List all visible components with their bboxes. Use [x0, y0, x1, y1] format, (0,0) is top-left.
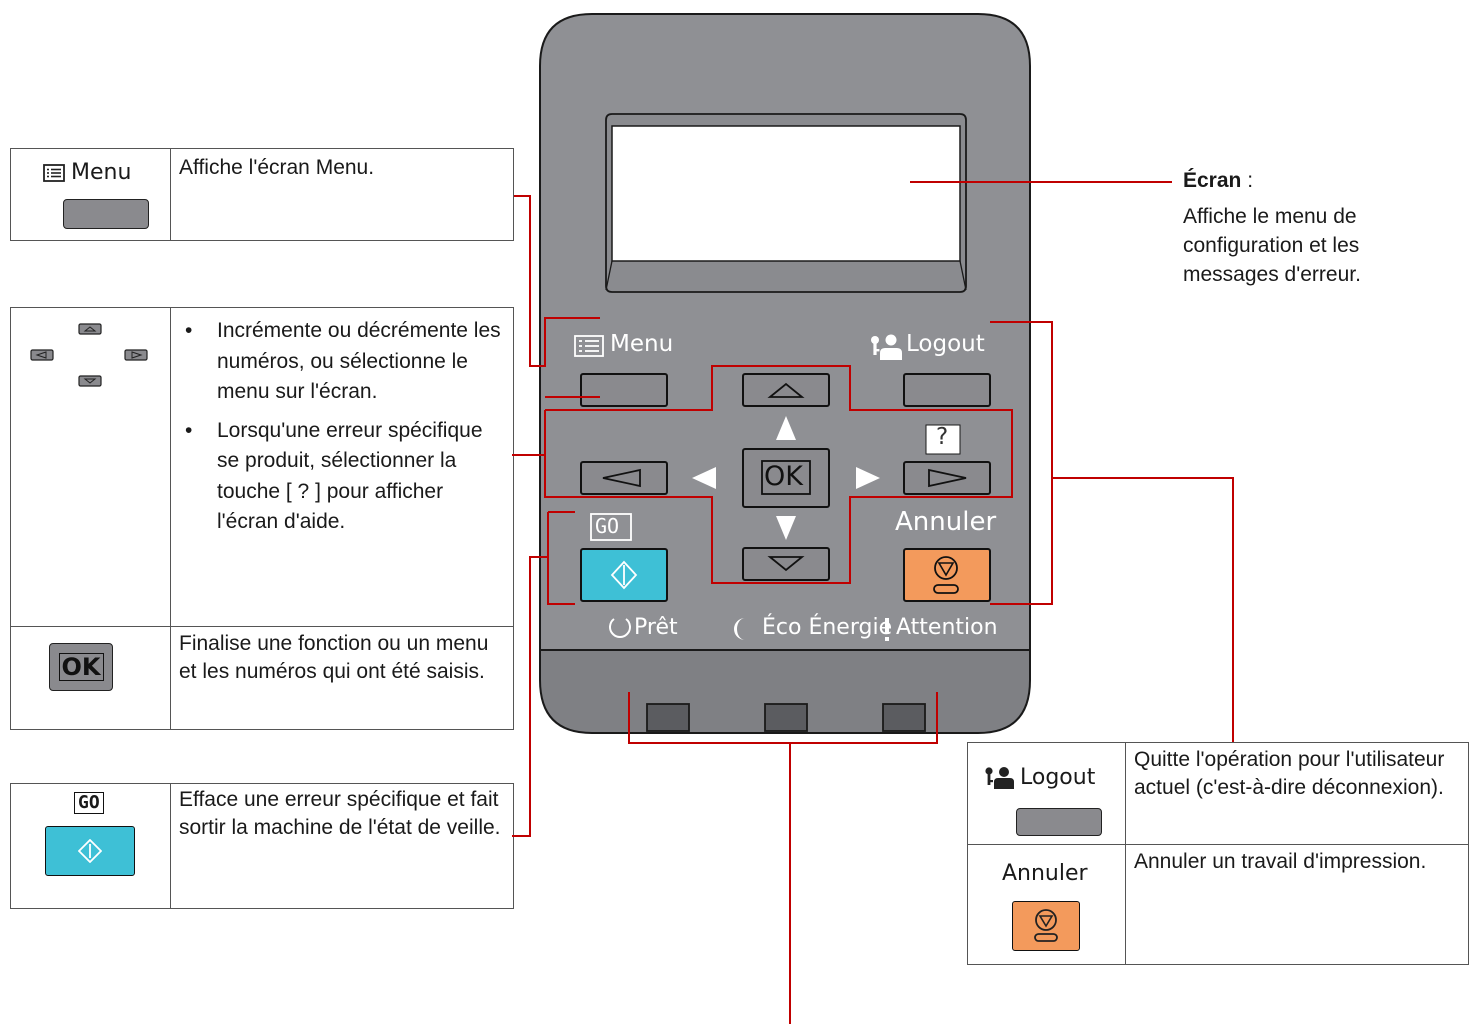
menu-key-table: Menu Affiche l'écran Menu.: [10, 148, 514, 241]
screen-callout-heading: Écran :: [1183, 166, 1453, 195]
cancel-row: Annuler Annuler un travail d'impression.: [968, 844, 1468, 964]
led-eco: [764, 703, 808, 732]
panel-logout-key: [903, 373, 991, 407]
cancel-key-cell: Annuler: [968, 845, 1126, 964]
logout-key-description: Quitte l'opération pour l'utilisateur ac…: [1134, 748, 1445, 799]
ok-key-description: Finalise une fonction ou un menu et les …: [179, 632, 489, 683]
attention-icon: [885, 618, 889, 634]
cancel-key-description: Annuler un travail d'impression.: [1134, 850, 1427, 873]
indicator-ready-label: Prêt: [634, 615, 678, 640]
cancel-key-label: Annuler: [1002, 861, 1088, 886]
arrow-keys-description: Incrémente ou décrémente les numéros, ou…: [171, 308, 513, 626]
indicator-eco-label: Éco Énergie: [762, 615, 893, 640]
menu-list-icon: [43, 164, 65, 182]
ready-icon: [609, 618, 631, 638]
led-ready: [646, 703, 690, 732]
logout-key-label: Logout: [1020, 765, 1096, 790]
menu-key-button[interactable]: [63, 199, 149, 229]
panel-cancel-label: Annuler: [895, 507, 997, 537]
arrow-row: Incrémente ou décrémente les numéros, ou…: [11, 308, 513, 626]
panel-menu-label: Menu: [610, 331, 674, 357]
screen-callout-title: Écran: [1183, 169, 1242, 192]
logout-cancel-table: Logout Quitte l'opération pour l'utilisa…: [967, 742, 1469, 965]
logout-user-icon: [985, 767, 1014, 789]
logout-row: Logout Quitte l'opération pour l'utilisa…: [968, 743, 1468, 844]
menu-key-label: Menu: [71, 160, 132, 185]
screen-callout-separator: :: [1241, 169, 1254, 192]
panel-ok-label: OK: [764, 461, 803, 492]
screen-callout-description: Affiche le menu de configuration et les …: [1183, 205, 1361, 286]
go-key-button[interactable]: [45, 826, 135, 876]
indicator-attention-label: Attention: [896, 615, 998, 640]
go-key-label: GO: [74, 792, 104, 814]
ok-key-label: OK: [58, 653, 104, 681]
panel-logout-icon: [871, 334, 902, 360]
logout-key-cell: Logout: [968, 743, 1126, 844]
ok-key-button[interactable]: OK: [49, 643, 113, 691]
arrow-keys-icon: [30, 323, 148, 387]
panel-right-key: [903, 461, 991, 495]
arrow-key-table: Incrémente ou décrémente les numéros, ou…: [10, 307, 514, 730]
go-key-table: GO Efface une erreur spécifique et fait …: [10, 783, 514, 909]
menu-key-description: Affiche l'écran Menu.: [179, 156, 375, 179]
logout-key-button[interactable]: [1016, 808, 1102, 836]
ok-key-cell: OK: [11, 627, 171, 729]
go-key-cell: GO: [11, 784, 171, 908]
go-key-description: Efface une erreur spécifique et fait sor…: [179, 788, 501, 839]
panel-left-key: [580, 461, 668, 495]
menu-key-cell: Menu: [11, 149, 171, 240]
panel-up-key: [742, 373, 830, 407]
arrow-keys-bullets: Incrémente ou décrémente les numéros, ou…: [179, 316, 505, 538]
ok-row: OK Finalise une fonction ou un menu et l…: [11, 626, 513, 729]
cancel-key-button[interactable]: [1012, 901, 1080, 951]
arrow-keys-cell: [11, 308, 171, 626]
led-attention: [882, 703, 926, 732]
panel-help-label: ?: [936, 424, 949, 450]
display-screen: [611, 125, 961, 262]
arrow-bullet-1: Incrémente ou décrémente les numéros, ou…: [179, 316, 505, 416]
eco-moon-icon: [734, 618, 745, 640]
screen-callout: Écran : Affiche le menu de configuration…: [1183, 166, 1453, 289]
panel-go-label: GO: [595, 514, 620, 538]
arrow-bullet-2: Lorsqu'une erreur spécifique se produit,…: [179, 416, 505, 538]
start-icon: [78, 839, 102, 863]
panel-logout-label: Logout: [906, 331, 985, 357]
panel-menu-key: [580, 373, 668, 407]
stop-icon: [1034, 909, 1058, 942]
panel-down-key: [742, 547, 830, 581]
